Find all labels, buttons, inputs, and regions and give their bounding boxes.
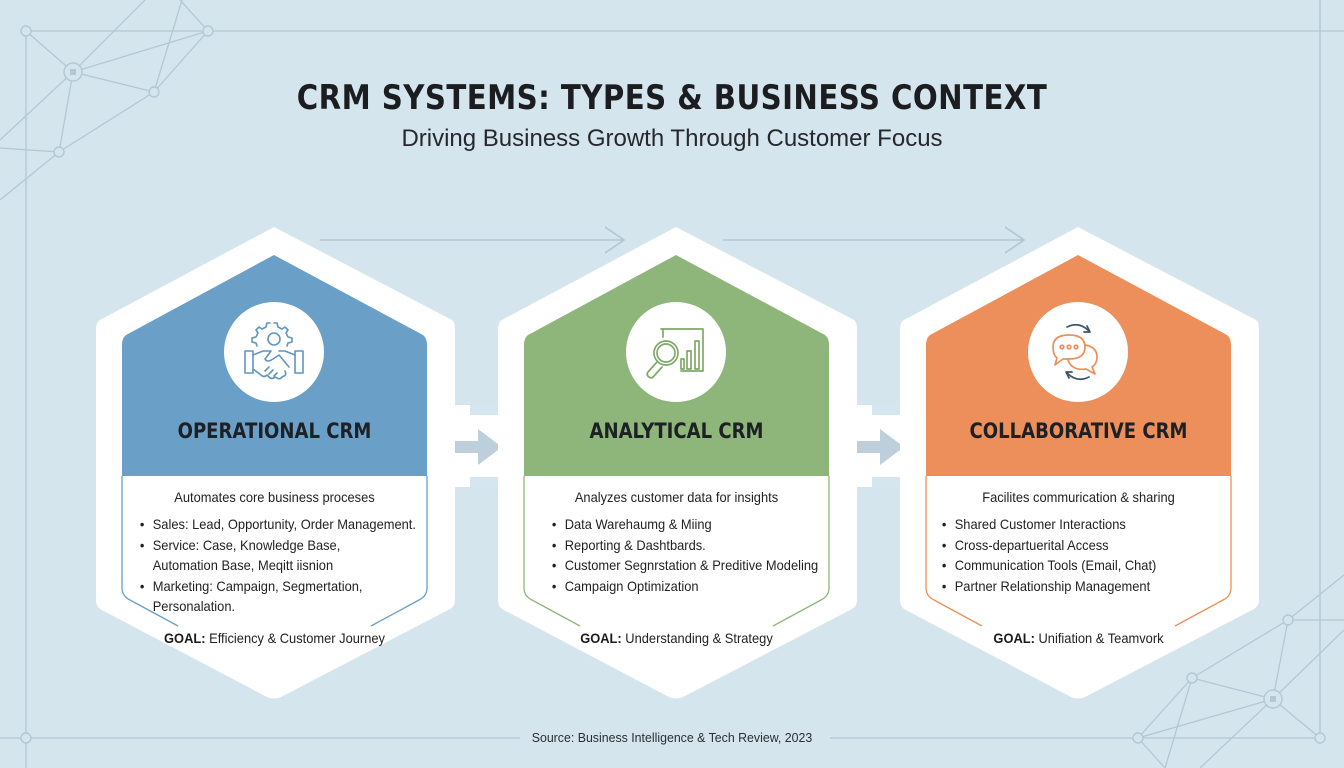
- top-flow-arrows: [320, 226, 1026, 254]
- right-arrow-icon: [444, 429, 502, 465]
- connector-2: [842, 405, 922, 487]
- source-citation: Source: Business Intelligence & Tech Rev…: [531, 730, 813, 745]
- right-arrow-icon: [846, 429, 904, 465]
- page-title: CRM SYSTEMS: TYPES & BUSINESS CONTEXT: [296, 78, 1048, 118]
- connector-1: [440, 405, 520, 487]
- page-subtitle: Driving Business Growth Through Customer…: [401, 125, 943, 152]
